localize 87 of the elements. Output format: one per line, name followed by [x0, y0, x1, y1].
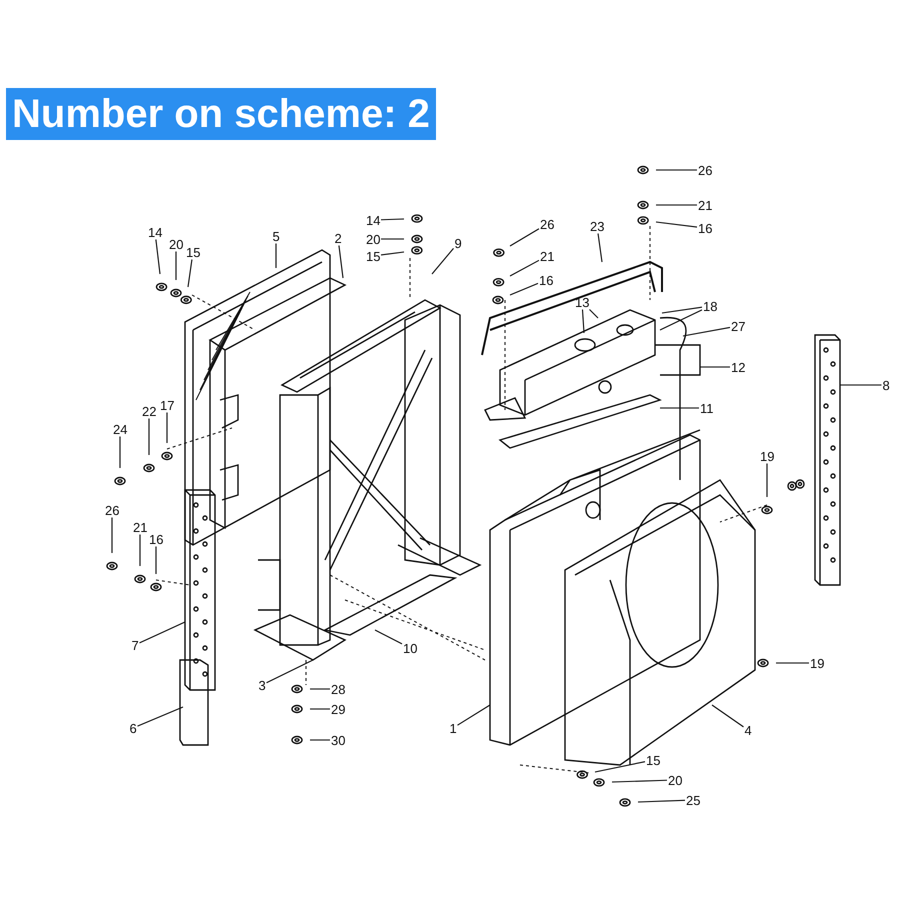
leader-line [612, 780, 668, 783]
leader-line [776, 662, 809, 664]
callout-number: 14 [147, 224, 164, 240]
callout-number: 20 [168, 236, 184, 252]
leader-line [155, 546, 157, 574]
leader-line [155, 239, 161, 274]
callout-number: 16 [148, 532, 164, 546]
leader-line [119, 436, 121, 468]
callout-number: 8 [882, 378, 891, 392]
callout-number: 15 [645, 752, 662, 768]
leader-line [660, 407, 699, 409]
callout-number: 29 [330, 702, 346, 716]
callout-number: 9 [454, 236, 463, 250]
leader-line [582, 309, 585, 334]
leader-line [310, 708, 330, 710]
callout-number: 21 [697, 198, 714, 212]
leader-line [139, 534, 141, 566]
leader-line [380, 218, 404, 220]
leader-line [374, 630, 402, 644]
leader-line [266, 660, 314, 684]
callout-number: 27 [730, 318, 746, 334]
leader-line [275, 244, 277, 268]
leader-line [510, 260, 540, 276]
leader-line [510, 282, 538, 296]
callout-number: 12 [730, 360, 746, 374]
callout-number: 25 [685, 792, 702, 808]
leader-line [638, 800, 686, 803]
callout-number: 26 [104, 502, 120, 518]
callout-number: 19 [809, 656, 826, 670]
leader-line [589, 309, 598, 318]
leader-line [662, 306, 702, 314]
leader-line [187, 259, 192, 288]
callout-number: 5 [272, 228, 281, 244]
callout-number: 13 [574, 294, 590, 310]
leader-line [137, 706, 184, 727]
callout-number: 28 [330, 682, 346, 696]
callout-number: 7 [130, 638, 140, 652]
callout-number: 21 [539, 248, 556, 264]
callout-number: 4 [744, 722, 753, 738]
title-banner: Number on scheme: 2 [6, 88, 436, 140]
leader-line [175, 252, 177, 280]
leader-line [139, 622, 186, 644]
leader-line [338, 245, 344, 278]
leader-line [840, 384, 882, 386]
callout-number: 18 [702, 298, 718, 314]
leader-line [700, 366, 730, 368]
leader-line [656, 169, 697, 171]
callout-number: 24 [112, 422, 128, 436]
callout-number: 3 [258, 678, 267, 692]
leader-line [380, 251, 404, 256]
leader-line [656, 204, 697, 206]
callout-number: 21 [132, 520, 148, 534]
callout-number: 19 [759, 448, 776, 464]
leader-line [594, 761, 646, 773]
leader-line [457, 704, 490, 726]
callout-number: 2 [334, 230, 343, 246]
callout-number: 16 [697, 220, 714, 236]
callout-number: 26 [539, 216, 556, 232]
callout-number: 20 [667, 772, 684, 788]
leader-line [432, 248, 454, 274]
callout-number: 23 [589, 218, 606, 234]
callout-number: 14 [365, 212, 382, 228]
callout-number: 6 [128, 720, 138, 736]
leader-line [111, 518, 113, 553]
callout-number: 15 [365, 248, 382, 264]
leader-line [310, 688, 330, 690]
callout-number: 15 [185, 244, 202, 260]
callout-number: 20 [365, 232, 382, 246]
callout-number: 17 [159, 398, 176, 412]
leader-line [166, 412, 168, 443]
leader-line [660, 309, 702, 330]
callout-number: 11 [699, 400, 714, 416]
leader-line [766, 464, 768, 497]
leader-line [656, 221, 698, 228]
leader-line [712, 704, 744, 728]
callout-number: 26 [697, 162, 714, 178]
leader-line [381, 238, 404, 240]
leader-line [510, 228, 540, 246]
leader-line [598, 233, 603, 262]
callout-number: 22 [141, 404, 158, 418]
leader-line [682, 326, 730, 337]
callout-number: 1 [448, 720, 458, 736]
callout-number: 16 [538, 272, 554, 288]
leader-line [310, 739, 330, 741]
callout-number: 10 [402, 640, 418, 656]
leader-line [148, 418, 150, 455]
callout-number: 30 [330, 732, 346, 748]
